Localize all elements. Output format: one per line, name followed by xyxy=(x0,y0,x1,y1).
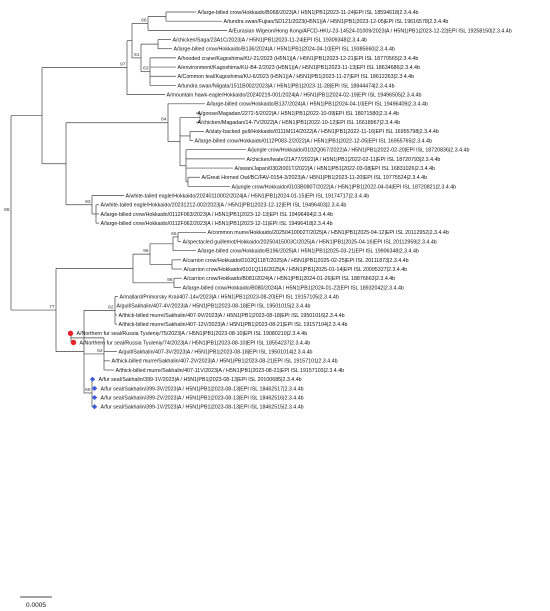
bootstrap-value: 62 xyxy=(97,348,103,354)
leaf-label: A/fur seal/Sakhalin/399-1V/2023|A / H5N1… xyxy=(99,377,302,383)
bootstrap-value: 63 xyxy=(143,66,149,72)
leaf-label: A/Great Horned Owl/BC/FAV-0154-3/2023|A … xyxy=(202,175,428,181)
leaf-label: A/large-billed crow/Hokkaido/0112P083-2/… xyxy=(195,138,433,144)
leaf-label: A/gull/Sakhalin/407-4V/2023|A / H5N1|PB1… xyxy=(117,304,311,310)
blue-diamond-marker xyxy=(91,404,98,410)
leaf-label: A/white-tailed eagle/Hokkaido/20231212-0… xyxy=(101,203,347,209)
leaf-label: A/Northern fur seal/Russia Tyuleniy/75/2… xyxy=(77,331,308,337)
leaf-label: A/Common teal/Kagoshima/KU-6/2023 (H5N1)… xyxy=(178,74,415,80)
bootstrap-value: 86 xyxy=(4,207,10,213)
blue-diamond-marker xyxy=(89,376,96,382)
leaf-label: A/mountain hawk-eagle/Hokkaido/20240219-… xyxy=(167,93,422,99)
leaf-label: A/Northern fur seal/Russia Tyuleniy/74/2… xyxy=(80,340,311,346)
leaf-label: A/large-billed crow/Hokkaido/B080/2024|A… xyxy=(183,285,404,291)
bootstrap-value: 82 xyxy=(108,304,114,310)
leaf-label: A/common murre/Hokkaido/20250410002T/202… xyxy=(208,230,449,236)
leaf-label: A/jungle crow/Hokkaido/0103B080T/2022|A … xyxy=(232,184,457,190)
leaf-label: A/thick-billed murre/Sakhalin/407-9V/202… xyxy=(119,313,345,319)
blue-diamond-marker xyxy=(91,385,98,391)
leaf-label: A/carrion crow/Hokkaido/B081/2024|A / H5… xyxy=(184,276,396,282)
leaf-label: A/large-billed crow/Hokkaido/0112F063/20… xyxy=(101,212,333,218)
leaf-label: A/goose/Magadan/2272-5/2022|A / H5N1|PB1… xyxy=(198,111,399,117)
leaf-label: A/Eurasian Wigeon/Hong Kong/AFCD-HKU-23-… xyxy=(229,28,512,34)
leaf-label: A/thick-billed murre/Sakhalin/407-2V/202… xyxy=(112,359,338,365)
leaf-label: A/white-tailed eagle/Hokkaido/2024011000… xyxy=(126,194,370,200)
bootstrap-value: 84 xyxy=(161,117,167,123)
bootstrap-value: 68 xyxy=(85,387,91,393)
leaf-label: A/thick-billed murre/Sakhalin/407-11V/20… xyxy=(116,368,345,374)
leaf-label: A/carrion crow/Hokkaido/0102Q118T/2025|A… xyxy=(183,258,409,264)
leaf-label: A/thick-billed murre/Sakhalin/407-12V/20… xyxy=(119,322,348,328)
leaf-label: A/swan/Japan/0302I001T/2022|A / H5N1|PB1… xyxy=(235,166,436,172)
leaf-label: A/fur seal/Sakhalin/399-2V/2023|A / H5N1… xyxy=(101,395,304,401)
scale-bar-label: 0.0005 xyxy=(26,602,46,609)
bootstrap-value: 61 xyxy=(134,52,140,58)
leaf-label: A/gull/Sakhalin/407-3V/2023|A / H5N1|PB1… xyxy=(119,350,313,356)
leaf-label: A/environment/Kagoshima/KU-B4-2/2023 (H5… xyxy=(178,65,420,71)
leaf-label: A/large-billed crow/Hokkaido/B136/2024|A… xyxy=(174,47,395,53)
bootstrap-value: 86 xyxy=(141,17,147,23)
red-dot-marker xyxy=(70,339,77,346)
leaf-label: A/tundra swan/Niigata/1511B002/2023|A / … xyxy=(178,83,395,89)
red-dot-marker xyxy=(67,330,74,336)
bootstrap-value: 98 xyxy=(167,277,173,283)
bootstrap-value: 77 xyxy=(49,304,55,310)
leaf-label: A/large-billed crow/Hokkaido/B068/2023|A… xyxy=(198,10,419,16)
leaf-label: A/chicken/Magadan/14-7V/2022|A / H5N1|PB… xyxy=(198,120,401,126)
bootstrap-value: 65 xyxy=(171,231,177,237)
leaf-label: A/chicken/Iwate/21A77/2022|A / H5N1|PB1|… xyxy=(247,157,441,163)
leaf-label: A/large-billed crow/Hokkaido/B137/2024|A… xyxy=(207,102,428,108)
leaf-label: A/spectacled guillemot/Hokkaido/20250415… xyxy=(183,239,437,245)
leaf-label: A/mallard/Primorsky Krai/407-14v/2023|A … xyxy=(120,294,339,300)
leaf-label: A/hooded crane/Kagoshima/KU-21/2023 (H5N… xyxy=(178,56,419,62)
bootstrap-value: 97 xyxy=(120,62,126,68)
bootstrap-value: 96 xyxy=(143,248,149,254)
leaf-label: A/jungle crow/Hokkaido/0102Q067/2022|A /… xyxy=(248,148,470,154)
leaf-label: A/fur seal/Sakhalin/399-3V/2023|A / H5N1… xyxy=(101,386,304,392)
leaf-label: A/tundra swan/Fujian/SD121/2023(H5N1)|A … xyxy=(224,19,449,25)
leaf-label: A/large-billed crow/Hokkaido/0112F062/20… xyxy=(101,221,333,227)
leaf-label: A/carrion crow/Hokkaido/0101Q116/2025|A … xyxy=(184,267,408,273)
leaf-label: A/chicken/Saga/23A1C/2023|A / H5N1|PB1|2… xyxy=(173,37,368,43)
leaf-label: A/fur seal/Sakhalin/399-1V/2023|A / H5N1… xyxy=(101,405,304,411)
bootstrap-value: 93 xyxy=(85,199,91,205)
blue-diamond-marker xyxy=(91,394,98,401)
leaf-label: A/slaty-backed gull/Hokkaido/0111M114/20… xyxy=(206,129,439,135)
leaf-label: A/large-billed crow/Hokkaido/B196/2025|A… xyxy=(198,249,419,255)
